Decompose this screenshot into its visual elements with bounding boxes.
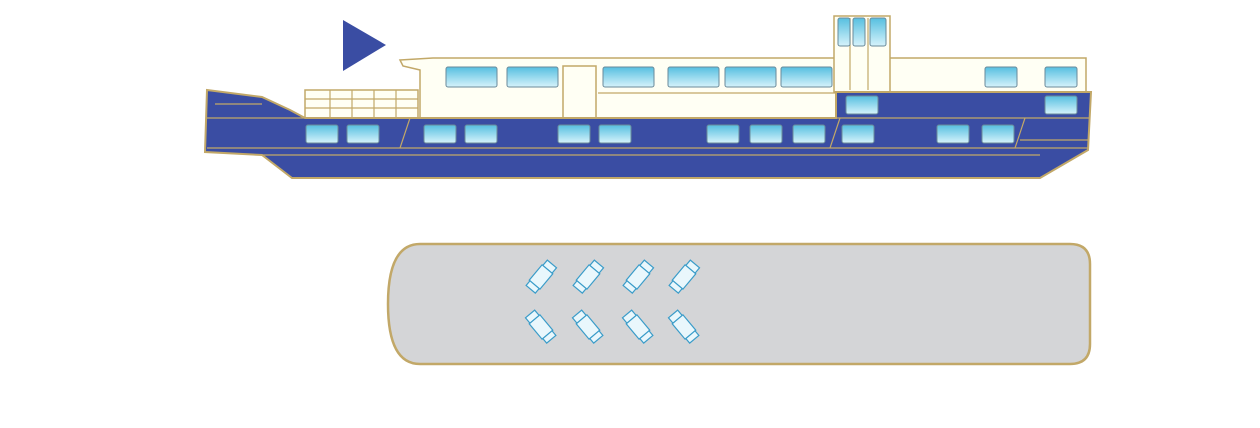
ship-window [423,124,457,144]
deck-chair-icon [572,259,605,294]
pennant-flag-icon [343,20,386,71]
ship-window [724,66,777,88]
ship-window [445,66,498,88]
ship-window [936,124,970,144]
ship-window [1044,66,1078,88]
ship-window [852,17,866,47]
ship-window [598,124,632,144]
ship-window [749,124,783,144]
ship-window [346,124,380,144]
ship-side-view [203,15,1093,179]
ship-window [602,66,655,88]
ship-window [845,95,879,115]
ship-window [667,66,720,88]
ship-window [557,124,591,144]
ship-window [837,17,851,47]
deck-chair-icon [668,259,701,294]
deck-outline [386,242,1092,366]
ship-window [841,124,875,144]
ship-window [1044,95,1078,115]
ship-window [792,124,826,144]
ship-window [305,124,339,144]
deck-chair-icon [622,259,655,294]
cabin-door [562,65,597,119]
ship-window [981,124,1015,144]
deck-chair-icon [621,309,654,344]
ship-window [780,66,833,88]
ship-window [464,124,498,144]
deck-chair-icon [667,309,700,344]
sun-deck-plan [386,242,1092,366]
deck-railing [304,89,419,119]
deck-chair-icon [571,309,604,344]
ship-window [984,66,1018,88]
deck-chair-icon [524,309,557,344]
deck-chairs [524,259,701,344]
deck-chair-icon [525,259,558,294]
ship-window [706,124,740,144]
ship-windows [305,17,1078,144]
ship-window [869,17,887,47]
ship-window [506,66,559,88]
